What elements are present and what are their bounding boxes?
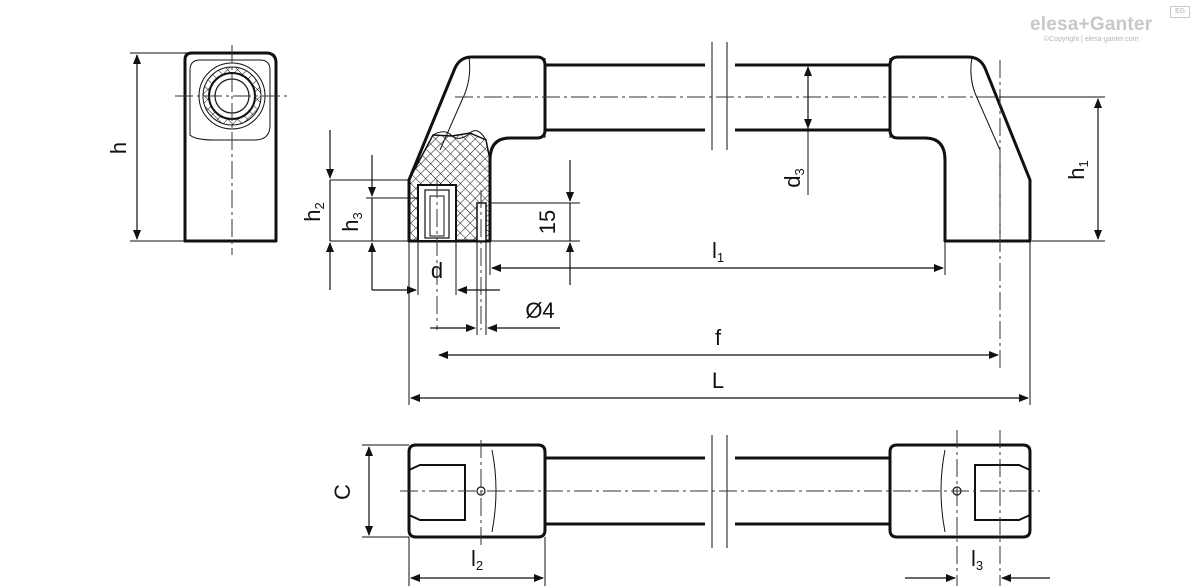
side-view: h	[106, 45, 290, 255]
h3-label: h3	[338, 212, 365, 231]
f-label: f	[715, 325, 722, 350]
l2-label: l2	[471, 546, 483, 573]
dia4-label: Ø4	[525, 298, 554, 323]
L-label: L	[712, 368, 724, 393]
brand-logo-icon: EG	[1170, 6, 1190, 18]
h2-label: h2	[300, 202, 327, 221]
h-label: h	[106, 142, 131, 154]
l1-label: l1	[712, 238, 724, 265]
brand-name: elesa+Ganter	[1030, 14, 1153, 35]
front-view: d3 h1 h2 h3 15 d Ø4	[300, 42, 1105, 405]
brand-watermark: elesa+Ganter ©Copyright | elesa-ganter.c…	[1030, 6, 1190, 46]
d-label: d	[431, 258, 443, 283]
l3-label: l3	[971, 546, 983, 573]
C-label: C	[330, 484, 355, 500]
top-view: C l2 l3	[330, 430, 1050, 586]
fifteen-label: 15	[535, 210, 560, 234]
brand-copyright: ©Copyright | elesa-ganter.com	[1044, 36, 1139, 43]
d3-label: d3	[780, 168, 807, 187]
right-leg	[888, 55, 1032, 243]
h1-label: h1	[1064, 160, 1091, 179]
